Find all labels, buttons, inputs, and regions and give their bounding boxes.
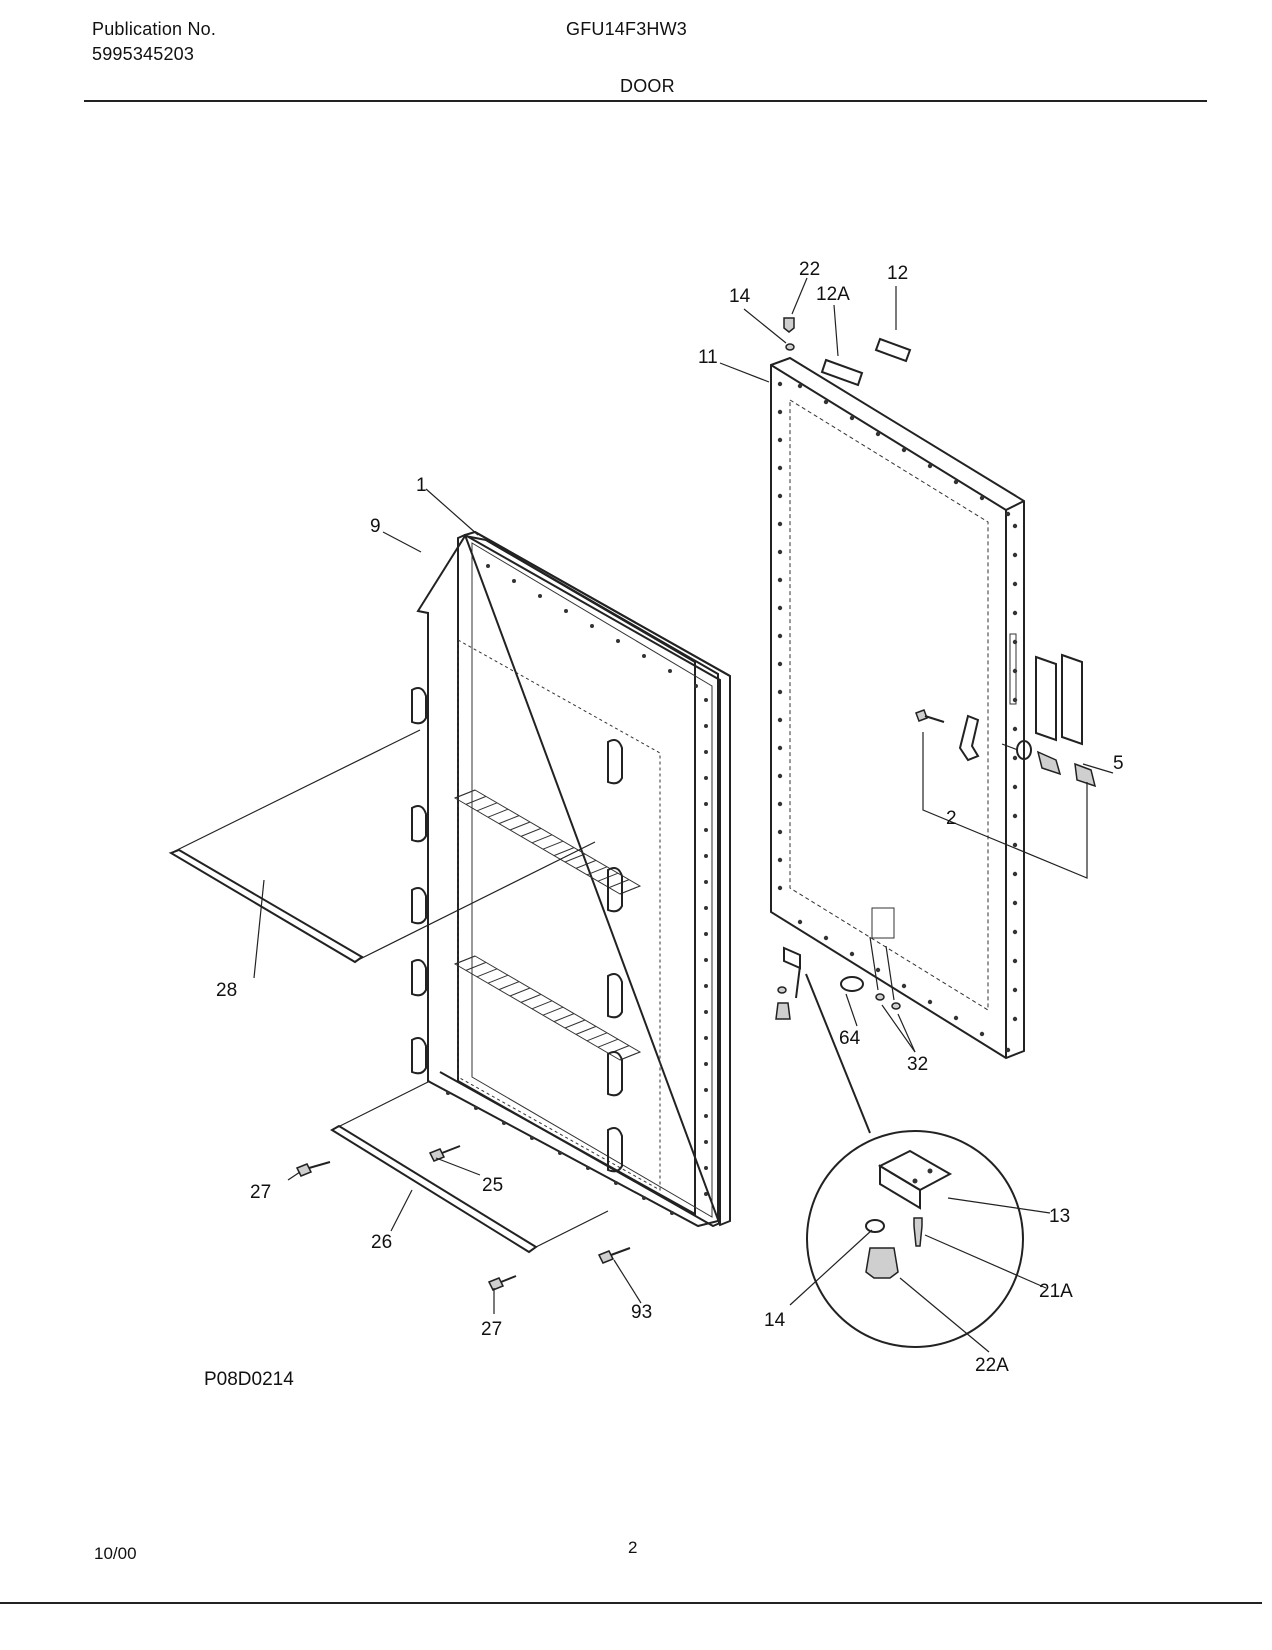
screws	[295, 317, 901, 1291]
label-21a: 21A	[1039, 1281, 1073, 1302]
label-11: 11	[698, 347, 718, 368]
leader-lines	[253, 277, 1114, 1353]
model-number: GFU14F3HW3	[566, 19, 688, 39]
label-27-bottom: 27	[481, 1319, 502, 1340]
door-rail-26	[330, 1080, 609, 1254]
footer-rule	[0, 1602, 1262, 1604]
label-14-inset: 14	[764, 1310, 786, 1331]
label-93: 93	[631, 1302, 652, 1323]
label-22a: 22A	[975, 1355, 1009, 1376]
page-number: 2	[628, 1538, 638, 1557]
label-5: 5	[1113, 753, 1124, 774]
footer-date: 10/00	[94, 1544, 137, 1563]
part-labels: 22 12 14 12A 11 1 9 5 2 28 64 32 13 27 2…	[216, 259, 1124, 1376]
label-12a: 12A	[816, 284, 850, 305]
nameplates	[820, 337, 912, 387]
inner-liner	[411, 530, 731, 1228]
door-rail-28	[168, 729, 596, 964]
latch-and-lock	[915, 709, 1097, 879]
label-27-left: 27	[250, 1182, 271, 1203]
label-14: 14	[729, 286, 751, 307]
label-25: 25	[482, 1175, 503, 1196]
publication-label: Publication No.	[92, 19, 217, 39]
hinge-detail-inset	[805, 973, 1024, 1348]
label-26: 26	[371, 1232, 392, 1253]
label-9: 9	[370, 516, 381, 537]
label-32: 32	[907, 1054, 928, 1075]
diagram-code: P08D0214	[204, 1369, 294, 1390]
outer-door-panel	[770, 356, 1083, 1060]
label-22: 22	[799, 259, 820, 280]
label-64: 64	[839, 1028, 861, 1049]
section-title: DOOR	[620, 76, 675, 96]
label-12: 12	[887, 263, 908, 284]
label-2: 2	[946, 808, 957, 829]
label-1: 1	[416, 475, 427, 496]
publication-number: 5995345203	[92, 44, 195, 64]
label-28: 28	[216, 980, 237, 1001]
header-rule	[84, 100, 1207, 102]
label-13: 13	[1049, 1206, 1070, 1227]
